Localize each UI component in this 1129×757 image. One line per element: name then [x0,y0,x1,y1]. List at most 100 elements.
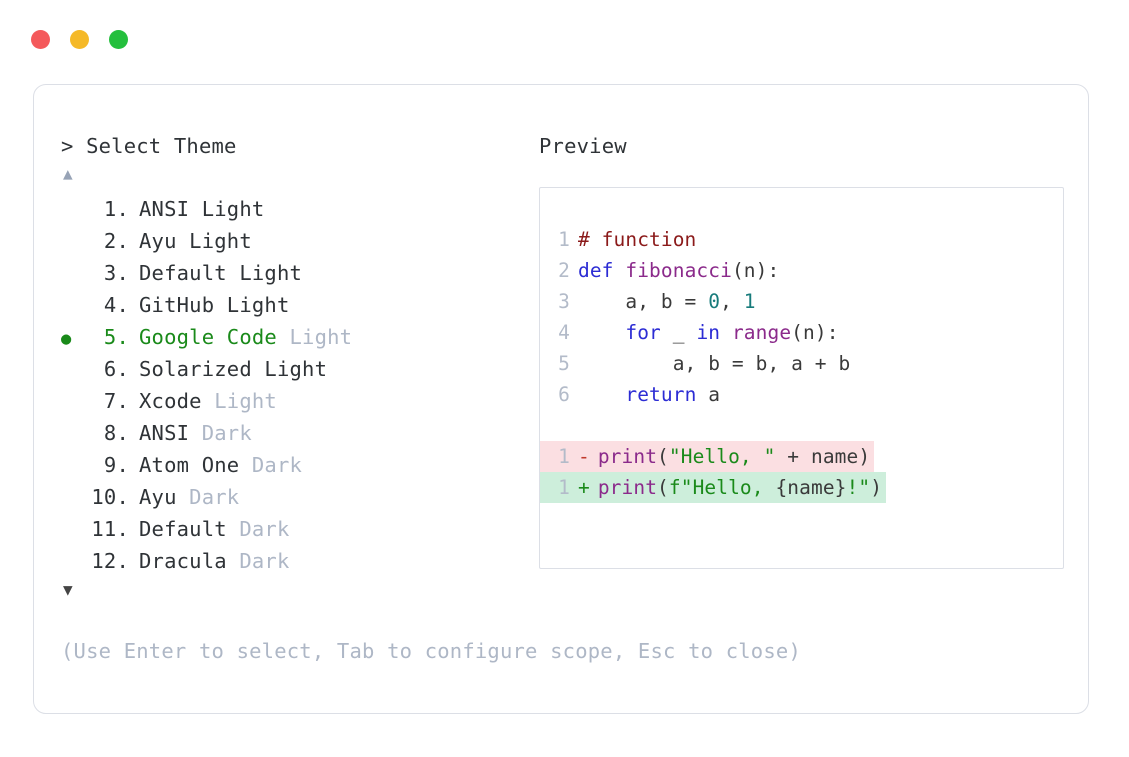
code-line-text: a, b = 0, 1 [570,286,756,317]
maximize-button-dot[interactable] [109,29,128,49]
theme-item-name: Default [139,517,227,541]
selected-bullet-icon: ● [61,515,87,547]
code-token-keyword: in [696,321,721,344]
code-line: 3 a, b = 0, 1 [540,286,1063,317]
panes-container: > Select Theme ▲ ● 1.ANSI Light● 2.Ayu L… [34,85,1088,713]
theme-list-item[interactable]: ● 6. Solarized Light [61,353,531,385]
code-token-func: fibonacci [625,259,732,282]
theme-item-index: 4. [91,293,129,317]
theme-item-mode: Dark [189,421,252,445]
code-token-plain [578,321,625,344]
theme-item-index: 6. [91,357,129,381]
selected-bullet-icon: ● [61,451,87,483]
theme-list-item[interactable]: ● 4.GitHub Light [61,289,531,321]
theme-list-item[interactable]: ●10.Ayu Dark [61,481,531,513]
close-button-dot[interactable] [31,29,50,49]
selected-bullet-icon: ● [61,291,87,323]
theme-item-index: 2. [91,229,129,253]
code-token-plain: , [720,290,744,313]
theme-item-mode: Dark [226,517,290,541]
theme-list-item[interactable]: ● 7.Xcode Light [61,385,531,417]
selected-bullet-icon: ● [61,259,87,291]
theme-list-item[interactable]: ●11. Default Dark [61,513,531,545]
scroll-up-arrow-icon[interactable]: ▲ [63,164,73,183]
code-token-plain: a, b = [578,290,709,313]
theme-list-item[interactable]: ● 1.ANSI Light [61,193,531,225]
code-token-punct: ( [657,476,669,499]
code-line: 5 a, b = b, a + b [540,348,1063,379]
theme-list-item[interactable]: ●12.Dracula Dark [61,545,531,577]
selected-bullet-icon: ● [61,387,87,419]
theme-list-pane: > Select Theme ▲ ● 1.ANSI Light● 2.Ayu L… [61,132,531,603]
theme-item-name: Xcode [139,389,202,413]
code-token-plain: a, b = b, a + b [578,352,851,375]
theme-list-item[interactable]: ● 5.Google Code Light [61,321,531,353]
theme-item-mode: Dark [176,485,240,509]
preview-label: Preview [539,134,627,158]
theme-list-item[interactable]: ● 8.ANSI Dark [61,417,531,449]
theme-item-index: 3. [91,261,129,285]
theme-item-name: Ayu Light [139,229,252,253]
selected-bullet-icon: ● [61,195,87,227]
theme-item-name: Solarized Light [139,357,328,381]
code-line-number: 4 [558,321,570,344]
code-token-punct: (n): [791,321,839,344]
code-token-builtin: range [731,321,792,344]
theme-item-index: 8. [91,421,129,445]
code-line: 4 for _ in range(n): [540,317,1063,348]
code-token-plain [578,383,625,406]
code-line-text: # function [570,224,696,255]
code-token-punct: ( [657,445,669,468]
diff-marker: + [578,476,590,499]
code-token-plain: + name) [775,445,871,468]
code-line-text: a, b = b, a + b [570,348,851,379]
minimize-button-dot[interactable] [70,29,89,49]
code-line-number: 5 [558,352,570,375]
code-token-str: "Hello, " [668,445,776,468]
code-token-str: f"Hello, [668,476,776,499]
code-token-keyword: return [625,383,697,406]
diff-block: 1-print("Hello, " + name)1+print(f"Hello… [540,441,1063,503]
diff-line-del: 1-print("Hello, " + name) [540,441,875,472]
prompt-select-theme: > Select Theme [61,134,237,158]
code-line-number: 1 [558,228,570,251]
diff-line-text: print(f"Hello, {name}!") [590,472,882,503]
theme-item-name: ANSI Light [139,197,265,221]
diff-line-number: 1 [558,445,570,468]
selected-bullet-icon: ● [61,483,87,515]
theme-list-item[interactable]: ● 3.Default Light [61,257,531,289]
theme-item-mode: Dark [239,453,303,477]
code-token-plain: _ [660,321,697,344]
selected-bullet-icon: ● [61,329,72,349]
theme-selector-card: > Select Theme ▲ ● 1.ANSI Light● 2.Ayu L… [33,84,1089,714]
selected-bullet-icon: ● [61,227,87,259]
selected-bullet-icon: ● [61,355,87,387]
code-line-text: return a [570,379,720,410]
code-line-text: def fibonacci(n): [570,255,779,286]
theme-item-index: 12. [91,549,129,573]
theme-item-index: 10. [91,485,129,509]
code-line-number: 3 [558,290,570,313]
code-line: 6 return a [540,379,1063,410]
theme-item-index: 11. [91,517,129,541]
code-token-keyword: for [625,321,661,344]
theme-item-mode: Light [201,389,277,413]
theme-item-name: Dracula [139,549,227,573]
theme-list-item[interactable]: ● 9.Atom One Dark [61,449,531,481]
diff-line-add: 1+print(f"Hello, {name}!") [540,472,887,503]
code-token-comment: # function [578,228,697,251]
keyboard-hint-text: (Use Enter to select, Tab to configure s… [61,639,801,663]
code-spacer-line [540,410,1063,441]
code-token-punct: ) [870,476,883,499]
theme-list-item[interactable]: ● 2. Ayu Light [61,225,531,257]
scroll-down-arrow-icon[interactable]: ▼ [63,580,73,599]
code-line-text: for _ in range(n): [570,317,839,348]
code-line-number: 2 [558,259,570,282]
theme-item-name: ANSI [139,421,190,445]
code-line: 1 # function [540,224,1063,255]
code-token-builtin: print [597,476,658,499]
window-titlebar [0,0,1129,78]
